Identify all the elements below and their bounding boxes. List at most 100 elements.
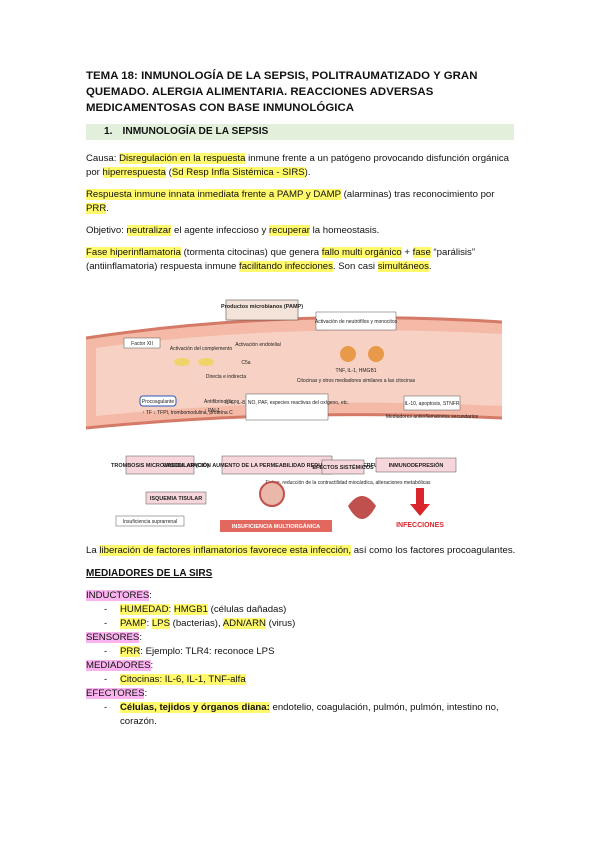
systemic-note: Fiebre, reducción de la contractilidad m… xyxy=(265,480,431,486)
cytokines-label: TNF, IL-1, HMGB1 xyxy=(335,368,376,374)
text-run: : xyxy=(150,660,154,671)
paragraph-inflammatory-factors: La liberación de factores inflamatorios … xyxy=(86,544,518,558)
pamp-label: Productos microbianos (PAMP) xyxy=(221,304,303,310)
complement-label: Activación del complemento xyxy=(170,346,232,352)
text-run: : Ejemplo: TLR4: reconoce LPS xyxy=(140,646,275,657)
list-item: -PAMP: LPS (bacterias), ADN/ARN (virus) xyxy=(104,617,518,631)
vessel-section-icon xyxy=(259,481,285,507)
highlight: ADN/ARN xyxy=(222,618,266,629)
complement-icon xyxy=(198,358,214,366)
category-inductores: INDUCTORES: xyxy=(86,589,518,603)
paragraph-cause: Causa: Disregulación en la respuesta inm… xyxy=(86,152,518,180)
infections-label: INFECCIONES xyxy=(396,522,444,529)
text-run: : xyxy=(139,632,142,643)
section-number: 1. xyxy=(104,126,113,137)
highlight: recuperar xyxy=(268,225,310,236)
highlight: PRR xyxy=(120,646,141,657)
highlight: liberación de factores inflamatorios fav… xyxy=(99,545,352,556)
pink-highlight: MEDIADORES xyxy=(86,660,151,671)
arrow-down-icon xyxy=(410,488,430,516)
multiorgan-label: INSUFICIENCIA MULTIORGÁNICA xyxy=(232,523,320,530)
thrombosis-label: TROMBOSIS MICROVASCULAR (CID) xyxy=(111,463,209,469)
systemic-box xyxy=(321,459,365,475)
text-run: . xyxy=(106,203,109,214)
highlight: HUMEDAD xyxy=(120,604,169,615)
text-run: (alarminas) tras reconocimiento por xyxy=(340,189,495,200)
highlight: PRR xyxy=(86,203,107,214)
highlight: LPS xyxy=(151,618,170,629)
paragraph-innate-response: Respuesta inmune innata inmediata frente… xyxy=(86,188,518,216)
text-run: ( xyxy=(166,167,172,178)
highlight: Respuesta inmune innata inmediata frente… xyxy=(86,189,341,200)
highlight: HMGB1 xyxy=(173,604,208,615)
anti-inflam-note: Mediadores antiinflamatorios secundarios xyxy=(386,414,479,420)
pamp-box xyxy=(225,299,299,321)
adrenal-label: Insuficiencia suprarrenal xyxy=(123,519,177,525)
vasodil-label: VASODILATACIÓN AUMENTO DE LA PERMEABILID… xyxy=(163,461,392,469)
immunodep-label: INMUNODEPRESIÓN xyxy=(389,461,444,469)
text-run: ). xyxy=(304,167,311,178)
bullet-dash: - xyxy=(104,618,108,629)
thrombosis-box xyxy=(125,455,195,475)
bullet-dash: - xyxy=(104,674,108,685)
highlight: fase xyxy=(412,247,431,258)
category-mediadores: MEDIADORES: xyxy=(86,659,518,673)
text-run: La xyxy=(86,545,100,556)
text-run: . Son casi xyxy=(332,261,378,272)
systemic-label: EFECTOS SISTÉMICOS xyxy=(312,463,374,471)
sepsis-diagram: Productos microbianos (PAMP) Activación … xyxy=(86,298,502,538)
heart-icon xyxy=(348,496,376,519)
category-sensores: SENSORES: xyxy=(86,631,518,645)
text-run: Objetivo: xyxy=(86,225,127,236)
procoag-box xyxy=(139,395,177,407)
text-run: . xyxy=(428,261,432,272)
text-run: (células dañadas) xyxy=(207,604,287,615)
text-run: la homeostasis. xyxy=(310,225,380,236)
highlight: facilitando infecciones xyxy=(239,261,333,272)
category-efectores: EFECTORES: xyxy=(86,687,518,701)
c5a-label: C5a xyxy=(241,360,250,366)
multiorgan-box xyxy=(220,520,332,532)
anti-inflam-box xyxy=(403,395,461,411)
anti-inflam-label: IL-10, apoptosis, STNFR xyxy=(404,401,459,407)
bullet-dash: - xyxy=(104,604,108,615)
sepsis-diagram-svg: Productos microbianos (PAMP) Activación … xyxy=(86,299,502,532)
highlight: Fase hiperinflamatoria xyxy=(86,247,181,258)
paragraph-phases: Fase hiperinflamatoria (tormenta citocin… xyxy=(86,246,518,274)
pink-highlight: SENSORES xyxy=(86,632,140,643)
complement-icon xyxy=(174,358,190,366)
bullet-dash: - xyxy=(104,702,108,713)
list-item: -HUMEDAD: HMGB1 (células dañadas) xyxy=(104,603,518,617)
highlight: Células, tejidos y órganos diana: xyxy=(120,702,270,713)
bullet-dash: - xyxy=(104,646,108,657)
text-run: : xyxy=(149,590,152,601)
adrenal-box xyxy=(115,515,185,527)
direct-label: Directa e indirecta xyxy=(206,374,247,380)
text-run: endotelio, coagulación, pulmón, pulmón, … xyxy=(120,702,499,727)
highlight: Disregulación en la respuesta xyxy=(119,153,246,164)
monocyte-icon xyxy=(368,346,384,362)
text-run: (bacterias), xyxy=(169,618,223,629)
pink-highlight: INDUCTORES xyxy=(86,590,150,601)
document-body: TEMA 18: INMUNOLOGÍA DE LA SEPSIS, POLIT… xyxy=(86,68,518,729)
endothelial-label: Activación endotelial xyxy=(235,342,281,348)
antifib-list: ↑ PAI-1 xyxy=(204,408,220,414)
list-item: -Citocinas: IL-6, IL-1, TNF-alfa xyxy=(104,673,518,687)
text-run: (antiinflamatoria) respuesta inmune xyxy=(86,261,240,272)
antifib-label: Antifibrinolítico xyxy=(204,399,237,405)
text-run: el agente infeccioso y xyxy=(171,225,269,236)
list-item: - Células, tejidos y órganos diana: endot… xyxy=(104,701,518,729)
text-run: + xyxy=(401,247,413,258)
text-run: (virus) xyxy=(265,618,296,629)
mediators-label: IL-6, IL-8, NO, PAF, especies reactivas … xyxy=(225,400,349,406)
sirs-heading: MEDIADORES DE LA SIRS xyxy=(86,568,213,579)
pink-highlight: EFECTORES xyxy=(86,688,145,699)
text-run: : xyxy=(146,618,152,629)
paragraph-objective: Objetivo: neutralizar el agente infeccio… xyxy=(86,224,518,238)
ischemia-box xyxy=(145,491,207,505)
vessel-lumen xyxy=(96,330,502,416)
neutrophil-label: Activación de neutrófilos y monocitos xyxy=(315,319,398,325)
text-run: inmune frente a un patógeno provocando d… xyxy=(86,153,509,178)
section-heading-sepsis: 1.INMUNOLOGÍA DE LA SEPSIS xyxy=(86,124,514,140)
